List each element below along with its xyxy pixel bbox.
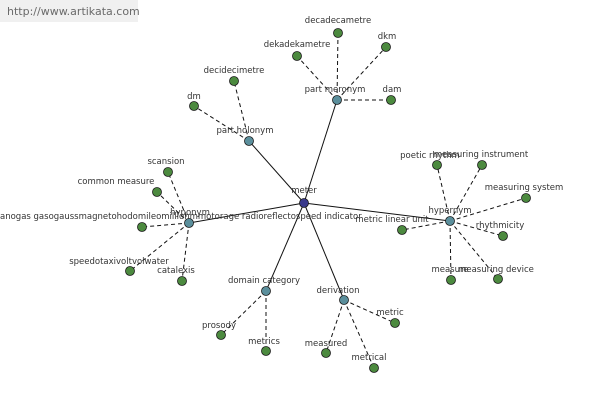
edge-hypernym-metric-linear-unit [401, 220, 451, 231]
url-banner: http://www.artikata.com [0, 0, 140, 22]
leaf-measured-node[interactable] [321, 348, 331, 358]
url-link[interactable]: http://www.artikata.com [7, 5, 140, 18]
leaf-dm-label: dm [187, 92, 201, 102]
category-part-holonym-label: part holonym [217, 126, 274, 136]
leaf-common-measure-node[interactable] [152, 187, 162, 197]
category-hypernym-label: hypernym [428, 206, 471, 216]
leaf-decidecimetre-node[interactable] [229, 76, 239, 86]
leaf-catalexis-label: catalexis [157, 266, 195, 276]
leaf-metrical-node[interactable] [369, 363, 379, 373]
edge-hypernym-poetic-rhythm [436, 164, 451, 222]
category-hypernym-node[interactable] [445, 216, 455, 226]
leaf-measuring-system-node[interactable] [521, 193, 531, 203]
leaf-prosody-label: prosody [202, 321, 236, 331]
edge-meter-domain-category [265, 202, 305, 292]
edge-meter-hyponym [188, 202, 305, 224]
leaf-dm-node[interactable] [189, 101, 199, 111]
root-meter-label: meter [291, 186, 317, 196]
edge-hypernym-measuring-instrument [449, 164, 483, 222]
leaf-dkm-label: dkm [378, 32, 397, 42]
leaf-measure-node[interactable] [446, 275, 456, 285]
edge-meter-part-holonym [248, 140, 305, 204]
category-derivation-node[interactable] [339, 295, 349, 305]
category-hyponym-node[interactable] [184, 218, 194, 228]
category-part-meronym-label: part meronym [305, 85, 366, 95]
edges [129, 32, 527, 369]
category-derivation-label: derivation [316, 286, 359, 296]
leaf-metric-linear-unit-label: metric linear unit [355, 215, 429, 225]
leaf-rhythmicity-node[interactable] [498, 231, 508, 241]
leaf-dekadekametre-label: dekadekametre [264, 40, 331, 50]
leaf-scansion-label: scansion [147, 157, 184, 167]
leaf-anogas-gasogaussmagnetohodomileomilliohm-label: anogas gasogaussmagnetohodomileomilliohm… [0, 212, 362, 222]
edge-hypernym-measuring-device [449, 220, 499, 280]
edge-hyponym-anogas-gasogaussmagnetohodomileomilliohm [141, 222, 190, 228]
leaf-prosody-node[interactable] [216, 330, 226, 340]
leaf-dam-label: dam [383, 85, 402, 95]
edge-meter-part-meronym [303, 99, 338, 204]
leaf-dkm-node[interactable] [381, 42, 391, 52]
edge-derivation-metrical [343, 299, 375, 369]
leaf-poetic-rhythm-label: poetic rhythm [400, 151, 460, 161]
leaf-measuring-device-label: measuring device [458, 265, 534, 275]
edge-meter-hypernym [303, 202, 451, 222]
leaf-speedotaxivoltvolwater-label: speedotaxivoltvolwater [69, 257, 169, 267]
nodes [125, 28, 531, 373]
root-meter-node[interactable] [299, 198, 309, 208]
leaf-measure-label: measure [431, 265, 468, 275]
category-domain-category-label: domain category [228, 276, 300, 286]
leaf-measuring-system-label: measuring system [485, 183, 564, 193]
leaf-metrical-label: metrical [352, 353, 387, 363]
leaf-metric-label: metric [376, 308, 404, 318]
edge-part-holonym-dm [193, 105, 250, 142]
edge-part-meronym-dekadekametre [296, 55, 338, 101]
leaf-common-measure-label: common measure [78, 177, 155, 187]
edge-hyponym-speedotaxivoltvolwater [129, 222, 190, 272]
category-part-meronym-node[interactable] [332, 95, 342, 105]
leaf-anogas-gasogaussmagnetohodomileomilliohm-node[interactable] [137, 222, 147, 232]
leaf-dam-node[interactable] [386, 95, 396, 105]
leaf-decidecimetre-label: decidecimetre [204, 66, 265, 76]
leaf-measuring-device-node[interactable] [493, 274, 503, 284]
edge-hypernym-rhythmicity [449, 220, 504, 237]
edge-derivation-measured [325, 299, 345, 354]
leaf-decadecametre-label: decadecametre [305, 16, 371, 26]
edge-hypernym-measuring-system [449, 197, 527, 222]
leaf-dekadekametre-node[interactable] [292, 51, 302, 61]
leaf-poetic-rhythm-node[interactable] [432, 160, 442, 170]
leaf-scansion-node[interactable] [163, 167, 173, 177]
category-domain-category-node[interactable] [261, 286, 271, 296]
category-hyponym-label: hyponym [170, 208, 210, 218]
leaf-measured-label: measured [305, 339, 347, 349]
edge-meter-derivation [303, 202, 345, 301]
leaf-metric-linear-unit-node[interactable] [397, 225, 407, 235]
edge-derivation-metric [343, 299, 396, 324]
leaf-rhythmicity-label: rhythmicity [476, 221, 525, 231]
leaf-metrics-node[interactable] [261, 346, 271, 356]
category-part-holonym-node[interactable] [244, 136, 254, 146]
edge-hyponym-catalexis [181, 222, 190, 282]
leaf-metrics-label: metrics [248, 337, 280, 347]
edge-hyponym-scansion [167, 171, 190, 224]
leaf-metric-node[interactable] [390, 318, 400, 328]
edge-hyponym-common-measure [156, 191, 190, 224]
edge-part-meronym-dkm [336, 46, 387, 101]
leaf-measuring-instrument-node[interactable] [477, 160, 487, 170]
edge-domain-category-prosody [220, 290, 267, 336]
labels: decadecametre dekadekametre dkm dam part mer… [0, 16, 563, 363]
edge-part-holonym-decidecimetre [233, 80, 250, 142]
edge-hypernym-measure [449, 220, 452, 281]
leaf-speedotaxivoltvolwater-node[interactable] [125, 266, 135, 276]
leaf-decadecametre-node[interactable] [333, 28, 343, 38]
leaf-catalexis-node[interactable] [177, 276, 187, 286]
leaf-measuring-instrument-label: measuring instrument [434, 150, 529, 160]
